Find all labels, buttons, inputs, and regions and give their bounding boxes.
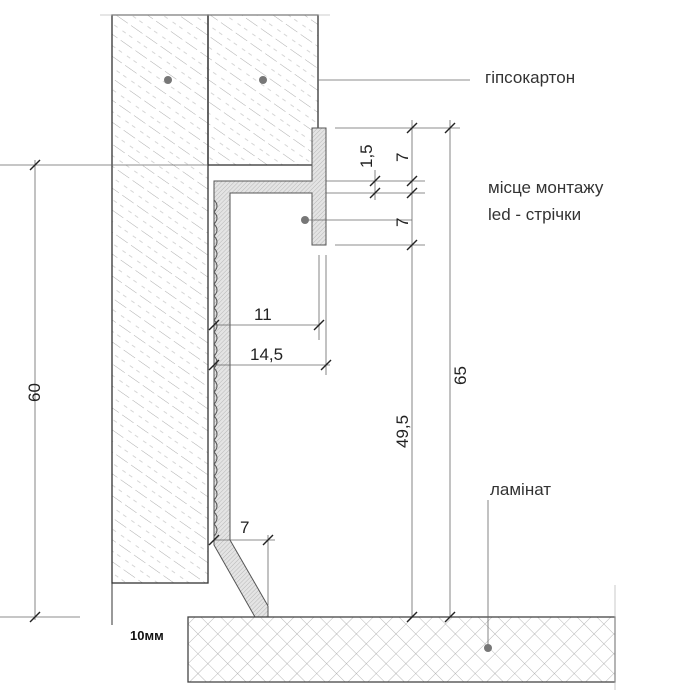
label-gap: 10мм [130,628,164,643]
dim-top-section: 7 [393,153,412,162]
skirting-profile [213,127,327,618]
label-led-mount-line2: led - стрічки [488,205,581,224]
label-drywall: гіпсокартон [485,68,575,87]
dim-lower-height: 49,5 [393,415,412,448]
label-led-mount-line1: місце монтажу [488,178,604,197]
wall [100,14,330,625]
dimension-ticks [29,122,456,623]
dim-wall-height: 60 [25,383,44,402]
dim-flange-thickness: 1,5 [357,144,376,168]
dim-led-section: 7 [393,218,412,227]
dim-total-height: 65 [451,366,470,385]
leader-dots [164,76,492,652]
laminate-floor [187,585,616,690]
dim-depth-inner: 11 [254,305,272,324]
profile-ribs [213,199,218,537]
dim-depth-outer: 14,5 [250,345,283,364]
dimension-lines [0,79,489,648]
dim-base-offset: 7 [240,518,249,537]
label-laminate: ламінат [490,480,551,499]
